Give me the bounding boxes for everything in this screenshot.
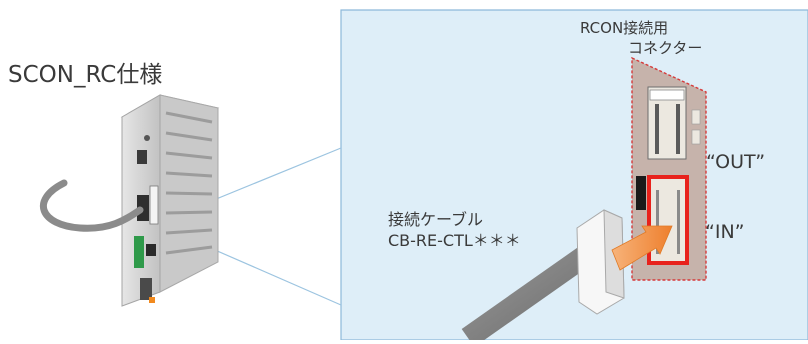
out-port-label: “OUT” xyxy=(706,151,766,173)
rcon-connector-label-line1: RCON接続用 xyxy=(580,19,669,37)
insert-arrow xyxy=(611,225,673,271)
controller-device xyxy=(40,94,220,307)
rcon-module xyxy=(631,56,707,281)
device-title: SCON_RC仕様 xyxy=(8,62,163,88)
in-port-label: “IN” xyxy=(705,221,745,243)
cable-label-line2: CB-RE-CTL＊＊＊ xyxy=(388,231,521,250)
cable-label-line1: 接続ケーブル xyxy=(388,210,484,229)
zoom-panel xyxy=(340,9,808,341)
rcon-connector-label-line2: コネクター xyxy=(628,39,703,57)
